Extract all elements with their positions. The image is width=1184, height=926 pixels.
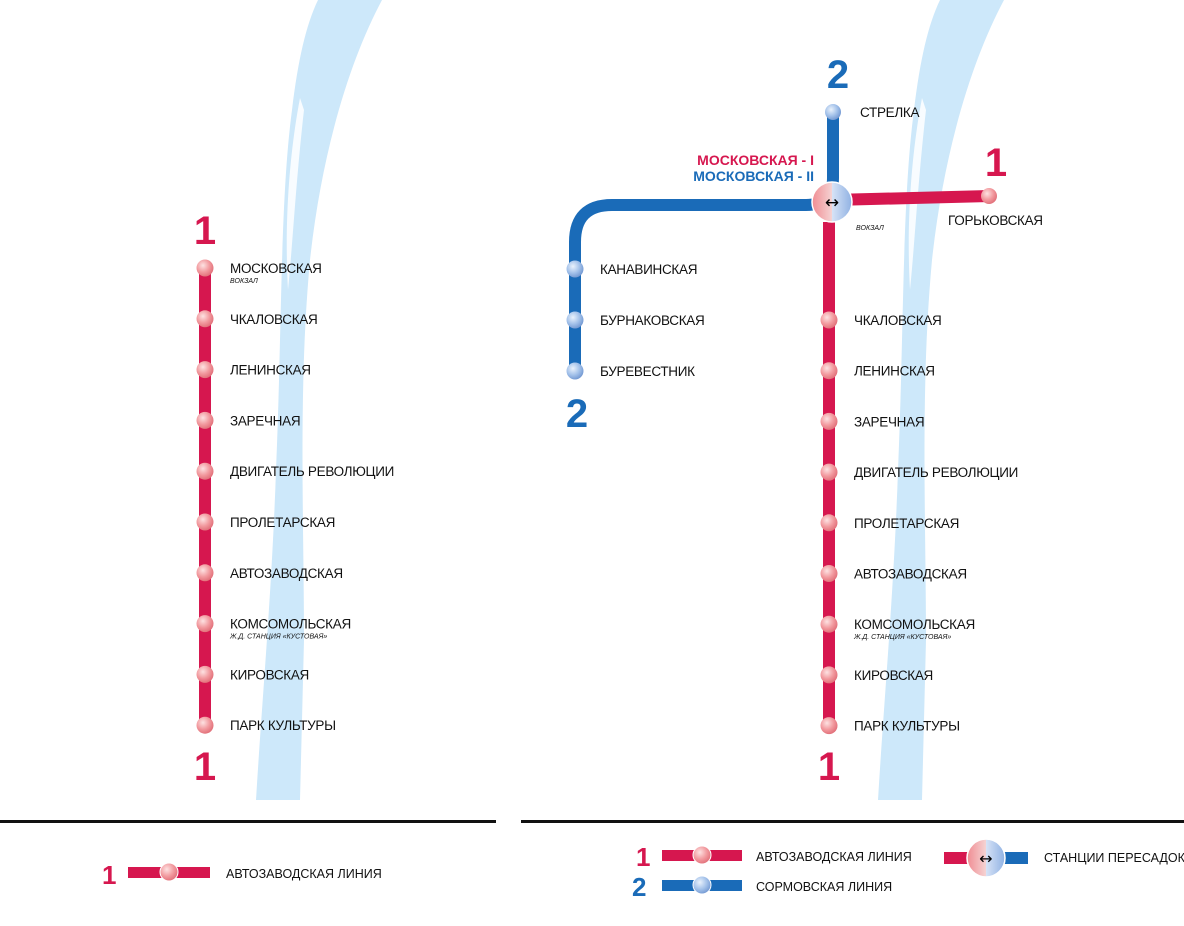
right-line1-station-dot[interactable] — [820, 311, 838, 329]
line1-number-bottom-right: 1 — [818, 745, 840, 789]
line2-number-top: 2 — [827, 53, 849, 97]
left-station-list: МОСКОВСКАЯ ВОКЗАЛ ЧКАЛОВСКАЯ ЛЕНИНСКАЯ ЗАРЕЧ… — [196, 259, 394, 734]
legend-line1-number: 1 — [636, 842, 650, 872]
right-line1-station-label: ЗАРЕЧНАЯ — [854, 414, 924, 429]
line2-station-label: КАНАВИНСКАЯ — [600, 262, 697, 277]
right-line1-station-label: КИРОВСКАЯ — [854, 668, 933, 683]
legend-line2-label: СОРМОВСКАЯ ЛИНИЯ — [756, 880, 892, 894]
right-line1-station-dot[interactable] — [820, 463, 838, 481]
right-line1-station-dot[interactable] — [820, 412, 838, 430]
line1-number-top: 1 — [194, 209, 216, 253]
left-line1-station-dot[interactable] — [196, 361, 214, 379]
left-line1-station-dot[interactable] — [196, 716, 214, 734]
line2-station-label: БУРЕВЕСТНИК — [600, 364, 695, 379]
divider-right — [521, 820, 1184, 823]
left-line1-station-dot[interactable] — [196, 615, 214, 633]
line2-station-label: БУРНАКОВСКАЯ — [600, 313, 704, 328]
legend-transfer-label: СТАНЦИИ ПЕРЕСАДОК — [1044, 851, 1184, 865]
river-left — [256, 0, 382, 800]
left-line1-station-label: ЧКАЛОВСКАЯ — [230, 312, 317, 327]
legend-line2-number: 2 — [632, 872, 646, 902]
left-line1-station-label: ДВИГАТЕЛЬ РЕВОЛЮЦИИ — [230, 464, 394, 479]
right-line1-station-label: ПРОЛЕТАРСКАЯ — [854, 516, 959, 531]
legend-right: 1 АВТОЗАВОДСКАЯ ЛИНИЯ 2 СОРМОВСКАЯ ЛИНИЯ… — [632, 838, 1184, 902]
right-line1-station-label: ЧКАЛОВСКАЯ — [854, 313, 941, 328]
divider-left — [0, 820, 496, 823]
line2-west-station-list: КАНАВИНСКАЯ БУРНАКОВСКАЯ БУРЕВЕСТНИК — [566, 260, 705, 380]
left-line1-station-label: МОСКОВСКАЯ — [230, 261, 322, 276]
legend-left: 1 АВТОЗАВОДСКАЯ ЛИНИЯ — [102, 860, 382, 890]
line2-station-dot[interactable] — [566, 311, 584, 329]
left-line1-station-dot[interactable] — [196, 564, 214, 582]
line2-station-dot[interactable] — [566, 362, 584, 380]
left-line1-station-dot[interactable] — [196, 310, 214, 328]
transfer-arrow-icon: ↔ — [825, 193, 839, 213]
right-line1-station-dot[interactable] — [820, 514, 838, 532]
transfer-name-line2: МОСКОВСКАЯ - II — [693, 168, 814, 184]
right-map: 2 2 1 1 СТРЕЛКА ГОРЬКОВСКАЯ МОСКОВСКАЯ -… — [566, 53, 1043, 789]
left-line1-station-label: ПРОЛЕТАРСКАЯ — [230, 515, 335, 530]
right-line1-station-dot[interactable] — [820, 615, 838, 633]
transfer-name-line1: МОСКОВСКАЯ - I — [697, 152, 814, 168]
transfer-sub-label: ВОКЗАЛ — [856, 225, 884, 232]
legend-left-label: АВТОЗАВОДСКАЯ ЛИНИЯ — [226, 867, 382, 881]
line1-track — [199, 268, 211, 725]
legend-left-station-icon — [159, 862, 179, 882]
legend-line2-station-icon — [692, 875, 712, 895]
left-map: 1 МОСКОВСКАЯ ВОКЗАЛ ЧКАЛОВСКАЯ ЛЕНИНСКАЯ ЗАР… — [194, 209, 394, 789]
left-line1-station-dot[interactable] — [196, 411, 214, 429]
left-line1-station-sublabel: ВОКЗАЛ — [230, 278, 258, 285]
line2-number-bottom: 2 — [566, 392, 588, 436]
legend-line1-label: АВТОЗАВОДСКАЯ ЛИНИЯ — [756, 850, 912, 864]
left-line1-station-dot[interactable] — [196, 259, 214, 277]
transfer-station-moskovskaya[interactable]: ↔ — [811, 181, 853, 223]
right-line1-station-sublabel: Ж.Д. СТАНЦИЯ «КУСТОВАЯ» — [853, 634, 951, 641]
left-line1-station-label: ПАРК КУЛЬТУРЫ — [230, 718, 336, 733]
line1-number-top-right: 1 — [985, 141, 1007, 185]
legend-transfer-station-icon — [966, 838, 1006, 878]
left-line1-station-label: ЗАРЕЧНАЯ — [230, 413, 300, 428]
legend-left-line-number: 1 — [102, 860, 116, 890]
right-line1-station-label: ЛЕНИНСКАЯ — [854, 364, 935, 379]
left-line1-station-dot[interactable] — [196, 462, 214, 480]
legend-line1-station-icon — [692, 845, 712, 865]
right-line1-station-label: АВТОЗАВОДСКАЯ — [854, 567, 967, 582]
left-line1-station-label: КИРОВСКАЯ — [230, 667, 309, 682]
station-dot-gorkovskaya[interactable] — [981, 188, 997, 204]
line1-number-bottom: 1 — [194, 745, 216, 789]
legend-transfer-arrow-icon: ↔ — [979, 849, 992, 868]
left-line1-station-dot[interactable] — [196, 513, 214, 531]
station-label-strelka: СТРЕЛКА — [860, 105, 919, 120]
station-label-gorkovskaya: ГОРЬКОВСКАЯ — [948, 213, 1043, 228]
right-line1-station-dot[interactable] — [820, 362, 838, 380]
left-line1-station-sublabel: Ж.Д. СТАНЦИЯ «КУСТОВАЯ» — [229, 634, 327, 641]
line2-station-dot[interactable] — [566, 260, 584, 278]
line1-south-station-list: ЧКАЛОВСКАЯ ЛЕНИНСКАЯ ЗАРЕЧНАЯ ДВИГАТЕЛЬ РЕВ… — [820, 311, 1018, 735]
right-line1-station-dot[interactable] — [820, 565, 838, 582]
line1-track-east — [832, 190, 991, 206]
left-line1-station-label: АВТОЗАВОДСКАЯ — [230, 566, 343, 581]
left-line1-station-dot[interactable] — [196, 665, 214, 683]
left-line1-station-label: КОМСОМОЛЬСКАЯ — [230, 617, 351, 632]
right-line1-station-dot[interactable] — [820, 666, 838, 684]
right-line1-station-label: ДВИГАТЕЛЬ РЕВОЛЮЦИИ — [854, 465, 1018, 480]
right-line1-station-label: ПАРК КУЛЬТУРЫ — [854, 719, 960, 734]
left-line1-station-label: ЛЕНИНСКАЯ — [230, 363, 311, 378]
right-line1-station-dot[interactable] — [820, 717, 838, 735]
station-dot-strelka[interactable] — [825, 104, 841, 120]
right-line1-station-label: КОМСОМОЛЬСКАЯ — [854, 617, 975, 632]
